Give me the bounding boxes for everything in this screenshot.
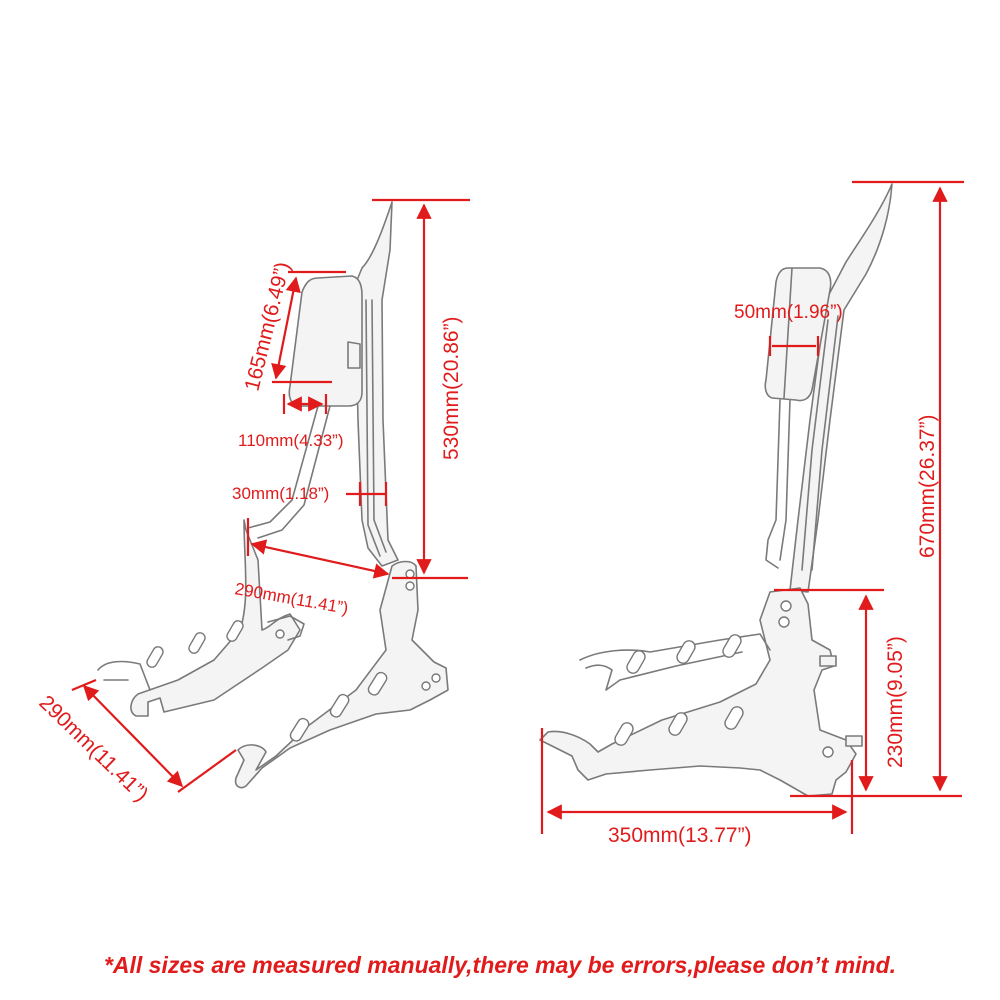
left-total-height-label: 530mm(20.86”) <box>440 316 463 460</box>
left-backrest-pad <box>288 275 363 407</box>
right-base-depth-label: 350mm(13.77”) <box>608 824 752 847</box>
right-backrest-pad <box>764 267 832 402</box>
right-view-sissy-bar <box>539 183 893 797</box>
right-mount-height-label: 230mm(9.05”) <box>884 636 907 768</box>
right-total-height-label: 670mm(26.37”) <box>916 414 939 558</box>
measurement-disclaimer: *All sizes are measured manually,there m… <box>103 952 897 978</box>
left-upright-width-label: 30mm(1.18”) <box>232 484 329 503</box>
left-view-dimensions <box>71 198 470 793</box>
right-view-dimensions <box>540 180 964 834</box>
left-pad-width-label: 110mm(4.33”) <box>238 431 344 450</box>
right-pad-thickness-label: 50mm(1.96”) <box>734 302 843 323</box>
